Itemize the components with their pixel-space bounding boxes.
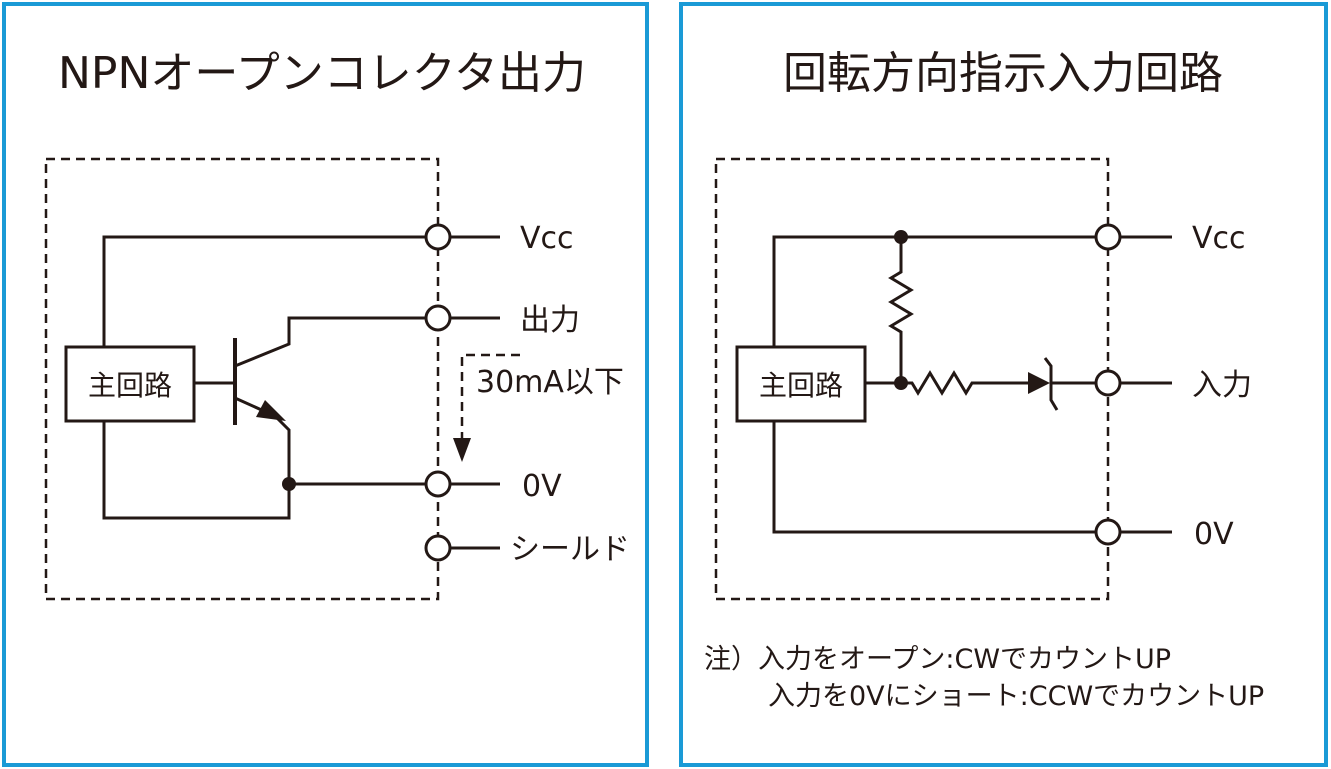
left-shield-terminal [424, 534, 452, 562]
left-main-circuit-label: 主回路 [88, 369, 172, 402]
transistor-emitter-wire [234, 396, 291, 484]
current-limit-label: 30mA以下 [476, 365, 624, 400]
transistor-collector-wire [234, 316, 425, 368]
right-vcc-terminal [1094, 223, 1122, 251]
left-0v-terminal [424, 470, 452, 498]
left-junction-dot [282, 477, 296, 491]
note-line-2: 入力を0Vにショート:CCWでカウントUP [768, 681, 1264, 712]
left-0v-label: 0V [522, 469, 562, 504]
current-flow-arrow-icon [453, 438, 471, 462]
left-vcc-terminal [424, 223, 452, 251]
right-0v-terminal [1094, 518, 1122, 546]
left-panel-title: NPNオープンコレクタ出力 [58, 48, 586, 99]
current-flow-dashed-line [460, 353, 520, 438]
transistor-emitter-arrow-icon [256, 400, 286, 421]
right-panel-title: 回転方向指示入力回路 [783, 48, 1223, 99]
right-main-circuit-label: 主回路 [759, 369, 843, 402]
right-input-terminal [1094, 369, 1122, 397]
series-resistor [901, 370, 1030, 396]
zener-diode-icon [1028, 372, 1050, 394]
left-enclosure [44, 157, 440, 601]
right-0v-wire [772, 421, 1096, 534]
left-vcc-label: Vcc [520, 221, 574, 256]
left-vcc-wire [102, 235, 425, 347]
right-input-junction-dot [894, 376, 908, 390]
left-output-label: 出力 [520, 303, 580, 338]
left-output-terminal [424, 304, 452, 332]
right-panel-border [679, 2, 1328, 767]
left-ground-return-wire [102, 421, 291, 520]
left-panel: NPNオープンコレクタ出力 主回路 Vcc 出力 0V シールド [2, 2, 649, 767]
right-input-label: 入力 [1192, 368, 1252, 403]
right-panel: 回転方向指示入力回路 主回路 Vcc 入力 0V [679, 2, 1328, 767]
right-0v-label: 0V [1194, 517, 1234, 552]
left-panel-border [2, 2, 649, 767]
left-shield-label: シールド [510, 532, 630, 567]
right-vcc-label: Vcc [1192, 221, 1246, 256]
right-vcc-junction-dot [894, 230, 908, 244]
right-vcc-wire [772, 235, 1096, 347]
right-enclosure [714, 157, 1110, 601]
pullup-resistor [888, 237, 914, 383]
note-line-1: 注）入力をオープン:CWでカウントUP [704, 644, 1171, 675]
